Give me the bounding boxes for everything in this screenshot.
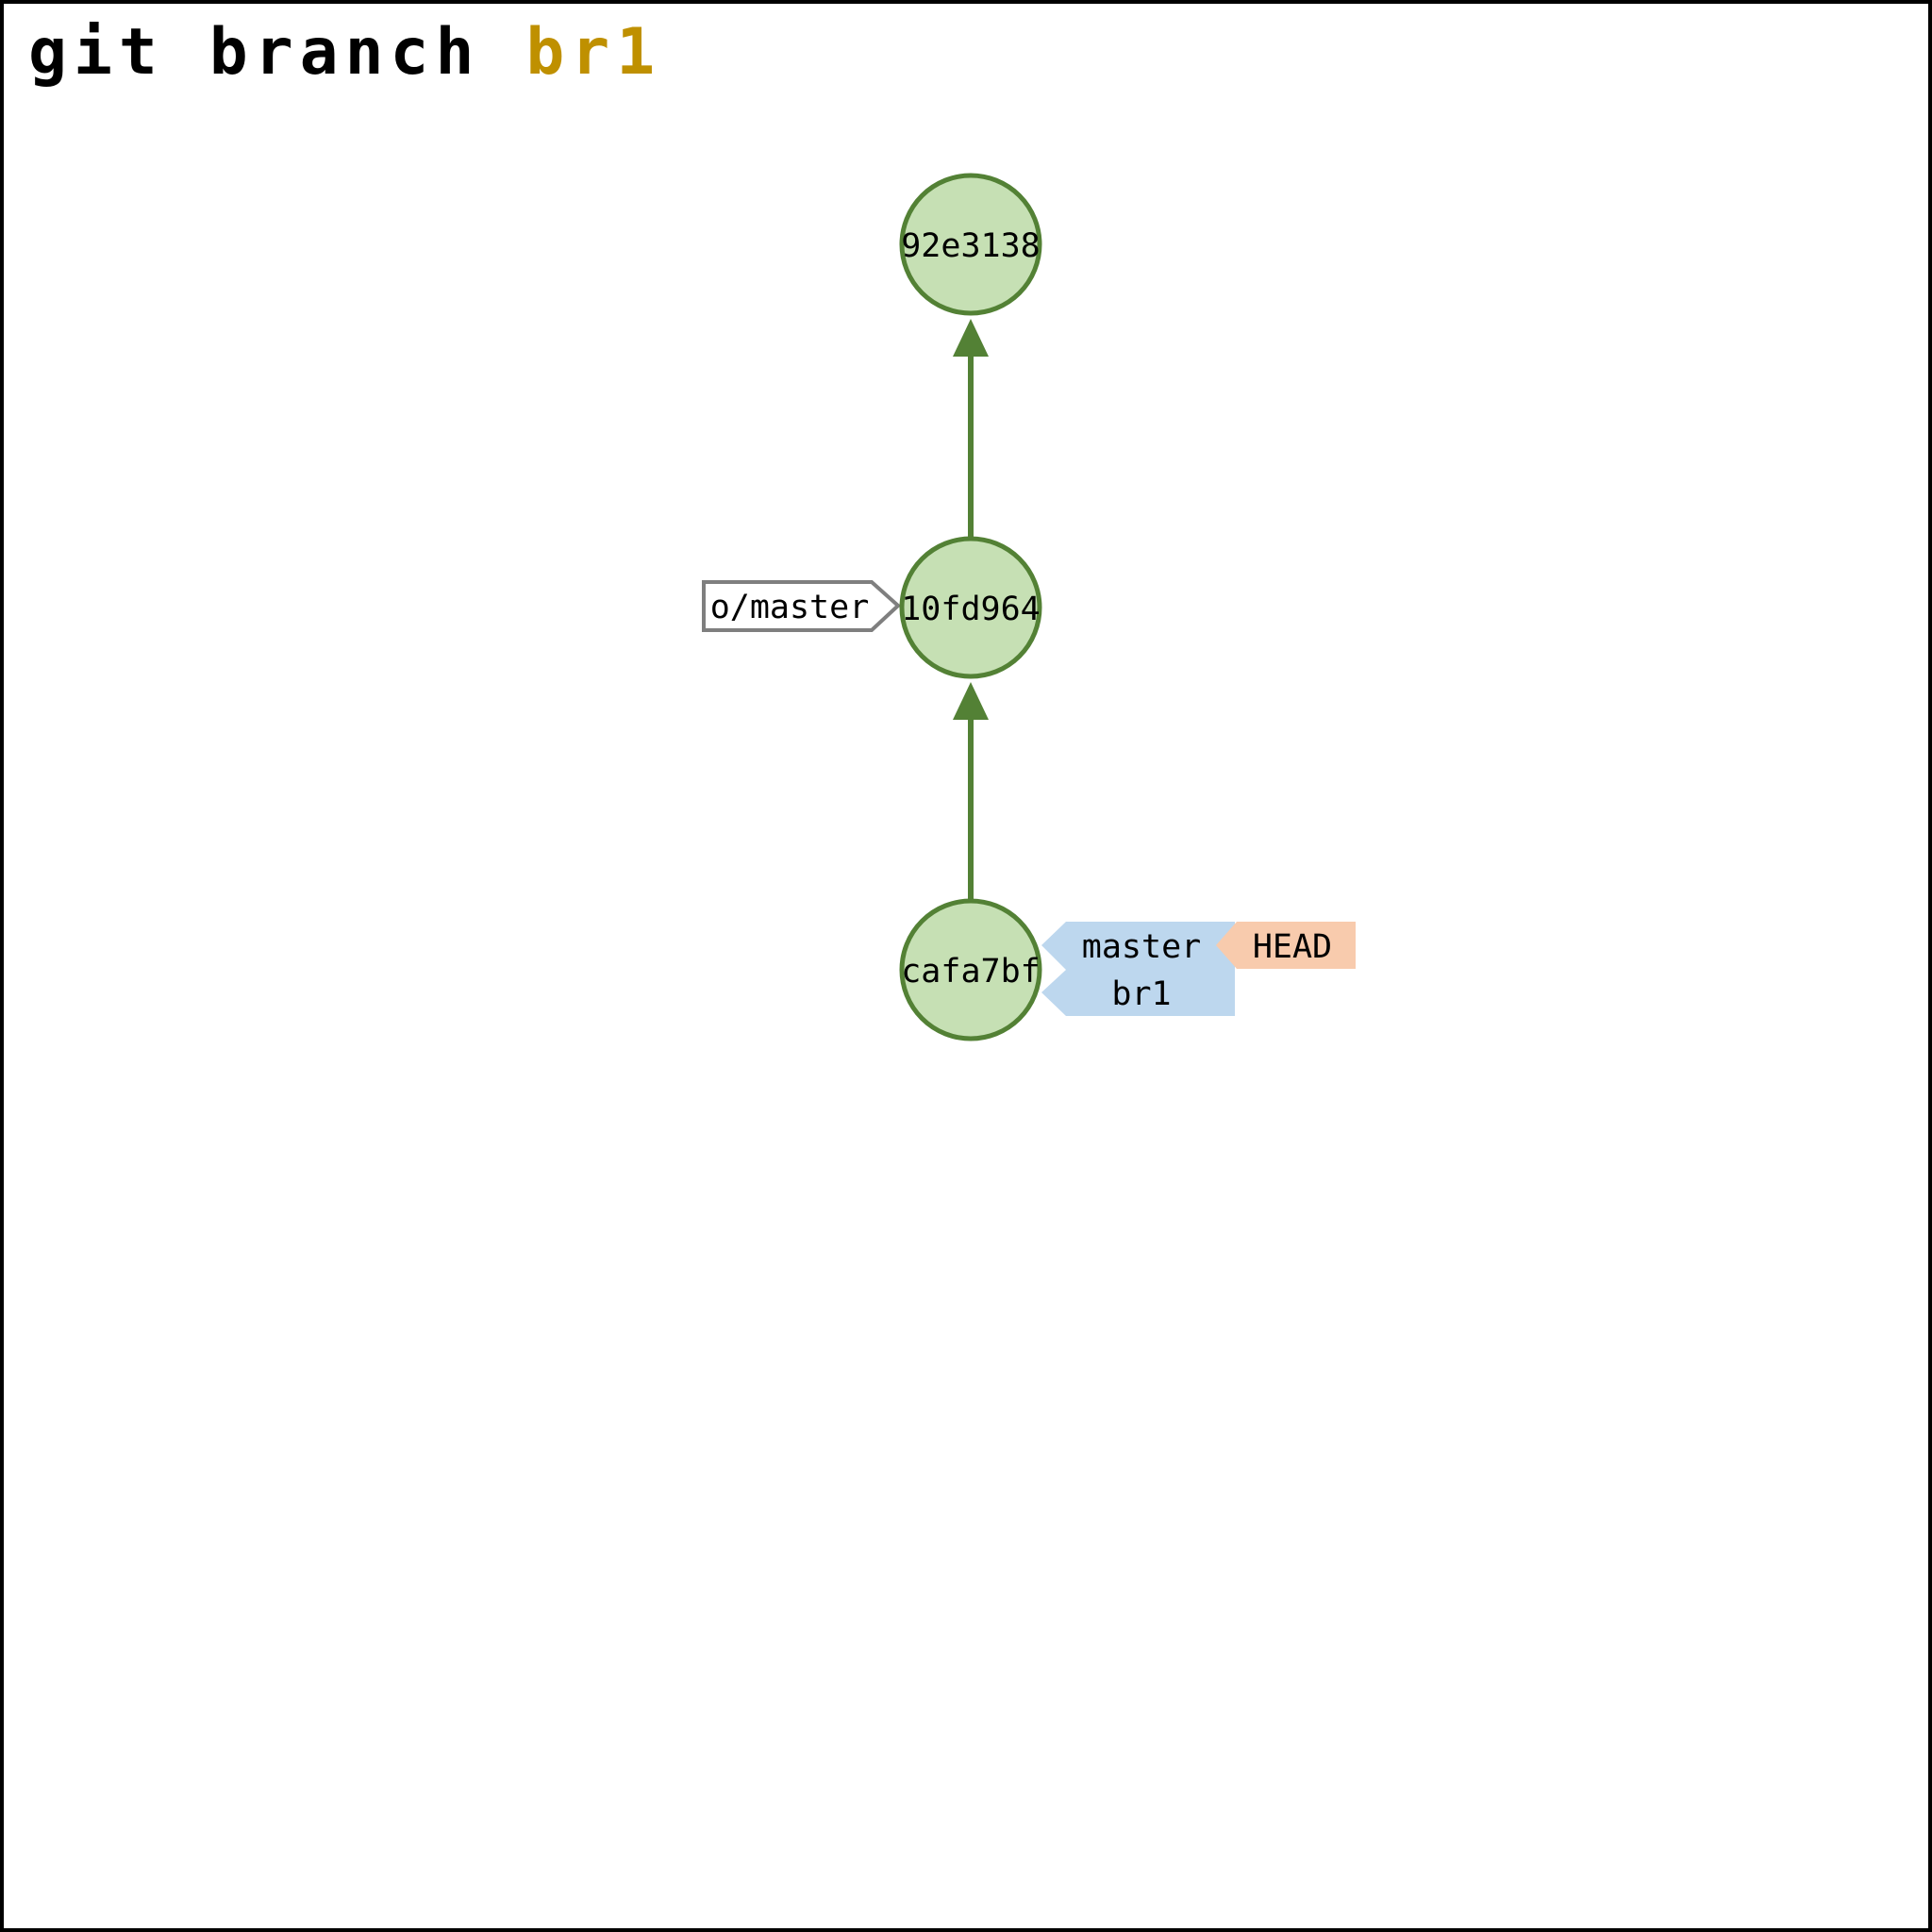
remote-tracking-tag: o/master — [702, 580, 901, 632]
commit-hash-label: 92e3138 — [901, 227, 1041, 265]
commit-circle — [899, 536, 1042, 679]
head-tag-label: HEAD — [1253, 928, 1332, 966]
edge-cafa7bf-to-10fd964 — [953, 682, 989, 901]
branch-tag-br1-label: br1 — [1111, 975, 1171, 1013]
branch-tag-br1-shape — [1041, 970, 1235, 1016]
command-argument: br1 — [525, 15, 662, 90]
commit-hash-label: cafa7bf — [901, 953, 1041, 991]
head-tag: HEAD — [1216, 922, 1356, 969]
edge-arrowhead-icon — [953, 319, 989, 357]
branch-tag-master-shape — [1041, 922, 1235, 970]
command-title: git branch br1 — [28, 15, 661, 90]
commit-circle — [899, 173, 1042, 316]
remote-tracking-tag-label: o/master — [710, 589, 870, 626]
git-graph: o/master 92e3138 10fd964 cafa7bf master … — [702, 173, 1356, 1041]
branch-tag-master-label: master — [1082, 928, 1201, 966]
commit-node-cafa7bf: cafa7bf — [899, 898, 1042, 1041]
commit-node-92e3138: 92e3138 — [899, 173, 1042, 316]
branch-tag-master: master — [1041, 922, 1235, 970]
edge-arrowhead-icon — [953, 682, 989, 720]
commit-node-10fd964: 10fd964 — [899, 536, 1042, 679]
remote-tracking-tag-shape — [702, 580, 901, 632]
edge-10fd964-to-92e3138 — [953, 319, 989, 539]
commit-hash-label: 10fd964 — [901, 591, 1041, 628]
head-tag-shape — [1216, 922, 1356, 969]
command-text: git branch — [28, 15, 526, 90]
commit-circle — [899, 898, 1042, 1041]
branch-tag-br1: br1 — [1041, 970, 1235, 1016]
